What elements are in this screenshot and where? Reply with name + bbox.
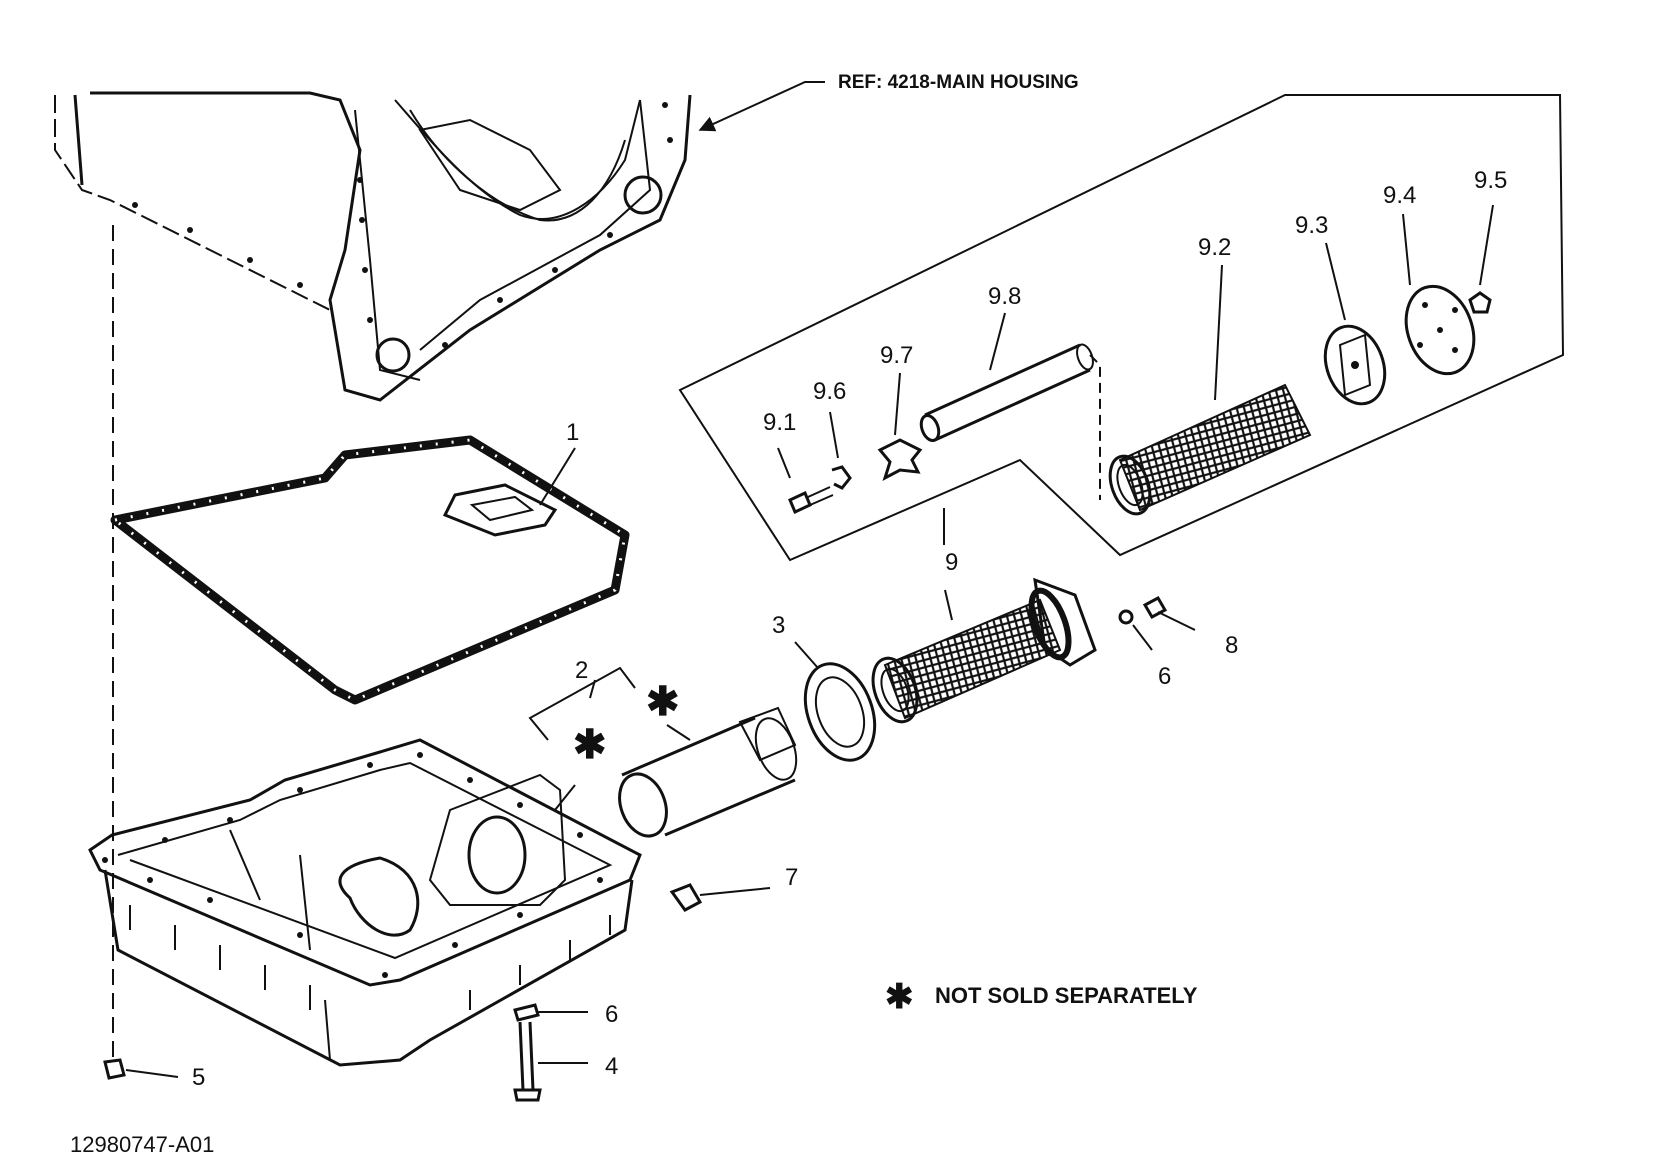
leader-9-1: [777, 447, 791, 479]
leader-9-8: [989, 312, 1006, 371]
callout-9-4: 9.4: [1383, 182, 1416, 209]
leader-9-3: [1325, 242, 1346, 321]
callout-7: 7: [785, 864, 798, 891]
leader-asterisk-a: [554, 784, 576, 811]
flange-gasket: [803, 662, 877, 762]
main-housing: [54, 91, 692, 402]
callout-9-3: 9.3: [1295, 212, 1328, 239]
callout-9-5: 9.5: [1474, 167, 1507, 194]
callout-6-lower: 6: [605, 1001, 618, 1028]
leader-3: [794, 641, 819, 669]
guide-9-8: [1089, 354, 1101, 500]
callout-2: 2: [575, 657, 588, 684]
washer-6-upper: [1118, 609, 1134, 625]
strainer-assembly: [871, 577, 1097, 724]
leader-9-2: [1214, 264, 1223, 401]
spider-9-7: [877, 438, 923, 482]
leader-6-upper: [1132, 624, 1153, 651]
callout-9-1: 9.1: [763, 409, 796, 436]
suction-tube: [618, 706, 798, 838]
leader-1: [539, 447, 576, 506]
callout-9-2: 9.2: [1198, 234, 1231, 261]
figure-id: 12980747-A01: [70, 1132, 214, 1157]
callout-6-upper: 6: [1158, 663, 1171, 690]
bolt-9-1: [788, 486, 834, 515]
bracket-2: [528, 666, 636, 741]
asterisk-icon: ✱: [646, 680, 680, 724]
note-text: NOT SOLD SEPARATELY: [935, 983, 1198, 1008]
leader-9-6: [829, 411, 839, 459]
leader-asterisk-b: [666, 724, 691, 741]
bolt-8: [1142, 595, 1196, 631]
callout-9-6: 9.6: [813, 378, 846, 405]
asterisk-icon: ✱: [573, 723, 607, 767]
asterisk-icon: ✱: [885, 978, 914, 1016]
callout-9-8: 9.8: [988, 283, 1021, 310]
nut-9-5: [1468, 291, 1492, 314]
screen-9-2: [1108, 383, 1312, 516]
callout-5: 5: [192, 1064, 205, 1091]
callout-4: 4: [605, 1053, 618, 1080]
leader-9-5: [1479, 204, 1494, 286]
callout-9-7: 9.7: [880, 342, 913, 369]
plate-9-3: [1323, 324, 1387, 406]
leader-2: [589, 679, 596, 699]
reference-label: REF: 4218-MAIN HOUSING: [838, 72, 1079, 93]
bolt-4: [513, 1021, 542, 1102]
reference-leader: [698, 81, 825, 132]
washer-6-lower: [513, 1003, 540, 1022]
rod-9-8: [919, 343, 1094, 443]
detail-box: [678, 94, 1565, 562]
leader-9-4: [1402, 213, 1411, 286]
plug-7: [669, 883, 771, 912]
gasket: [110, 435, 630, 705]
leader-9-7: [894, 372, 901, 436]
callout-1: 1: [566, 419, 579, 446]
oil-pan: [88, 738, 642, 1067]
callout-3: 3: [772, 612, 785, 639]
callout-9: 9: [945, 549, 958, 576]
disk-9-4: [1404, 284, 1476, 376]
clip-9-6: [831, 465, 852, 490]
bolt-5: [103, 1058, 126, 1080]
leader-5: [125, 1069, 179, 1078]
callout-8: 8: [1225, 632, 1238, 659]
leader-9: [944, 589, 953, 621]
